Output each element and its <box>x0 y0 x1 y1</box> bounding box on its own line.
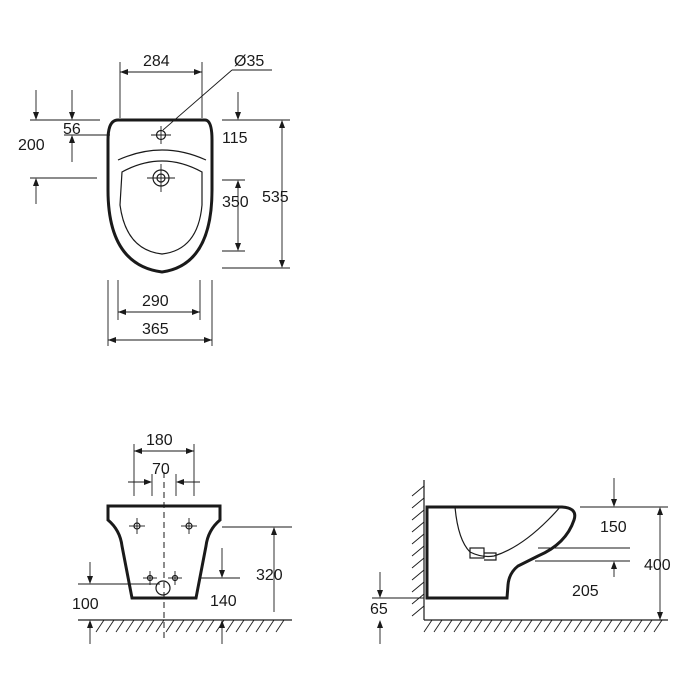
side-view: 150 205 400 65 <box>370 478 671 644</box>
dim-140: 140 <box>210 593 237 610</box>
dim-535: 535 <box>262 189 289 206</box>
drain-outlet-icon <box>155 580 171 596</box>
dim-365: 365 <box>142 321 169 338</box>
side-floor-hatching <box>423 619 663 633</box>
dim-115: 115 <box>222 130 248 147</box>
side-view-trap <box>484 552 497 561</box>
side-view-outline <box>425 505 577 600</box>
fixing-hole-icon <box>181 518 197 534</box>
top-view-basin <box>119 160 203 255</box>
dim-205: 205 <box>572 583 599 600</box>
dim-200: 200 <box>18 137 45 154</box>
dim-100: 100 <box>72 596 99 613</box>
front-floor-hatching <box>95 619 285 633</box>
side-view-basin <box>454 506 561 558</box>
dim-290: 290 <box>142 293 169 310</box>
dim-350: 350 <box>222 194 249 211</box>
fixing-hole-icon <box>129 518 145 534</box>
dim-180: 180 <box>146 432 173 449</box>
dim-150: 150 <box>600 519 627 536</box>
dim-65: 65 <box>370 601 388 618</box>
wall-hatching <box>411 485 425 617</box>
front-view-outline <box>106 504 222 600</box>
fixing-hole-icon <box>168 571 182 585</box>
front-view: 180 70 320 140 100 <box>72 432 292 644</box>
dim-70: 70 <box>152 461 170 478</box>
dim-diameter-35: Ø35 <box>234 53 264 70</box>
tap-hole-icon <box>151 126 171 144</box>
dim-56: 56 <box>63 121 81 138</box>
dim-400: 400 <box>644 557 671 574</box>
dim-320: 320 <box>256 567 283 584</box>
fixing-hole-icon <box>143 571 157 585</box>
drain-icon <box>147 164 175 192</box>
dim-284: 284 <box>143 53 170 70</box>
top-view-deck-curve <box>117 149 207 161</box>
top-view: 284 Ø35 56 200 115 350 <box>18 53 290 346</box>
top-view-outline <box>106 118 214 274</box>
